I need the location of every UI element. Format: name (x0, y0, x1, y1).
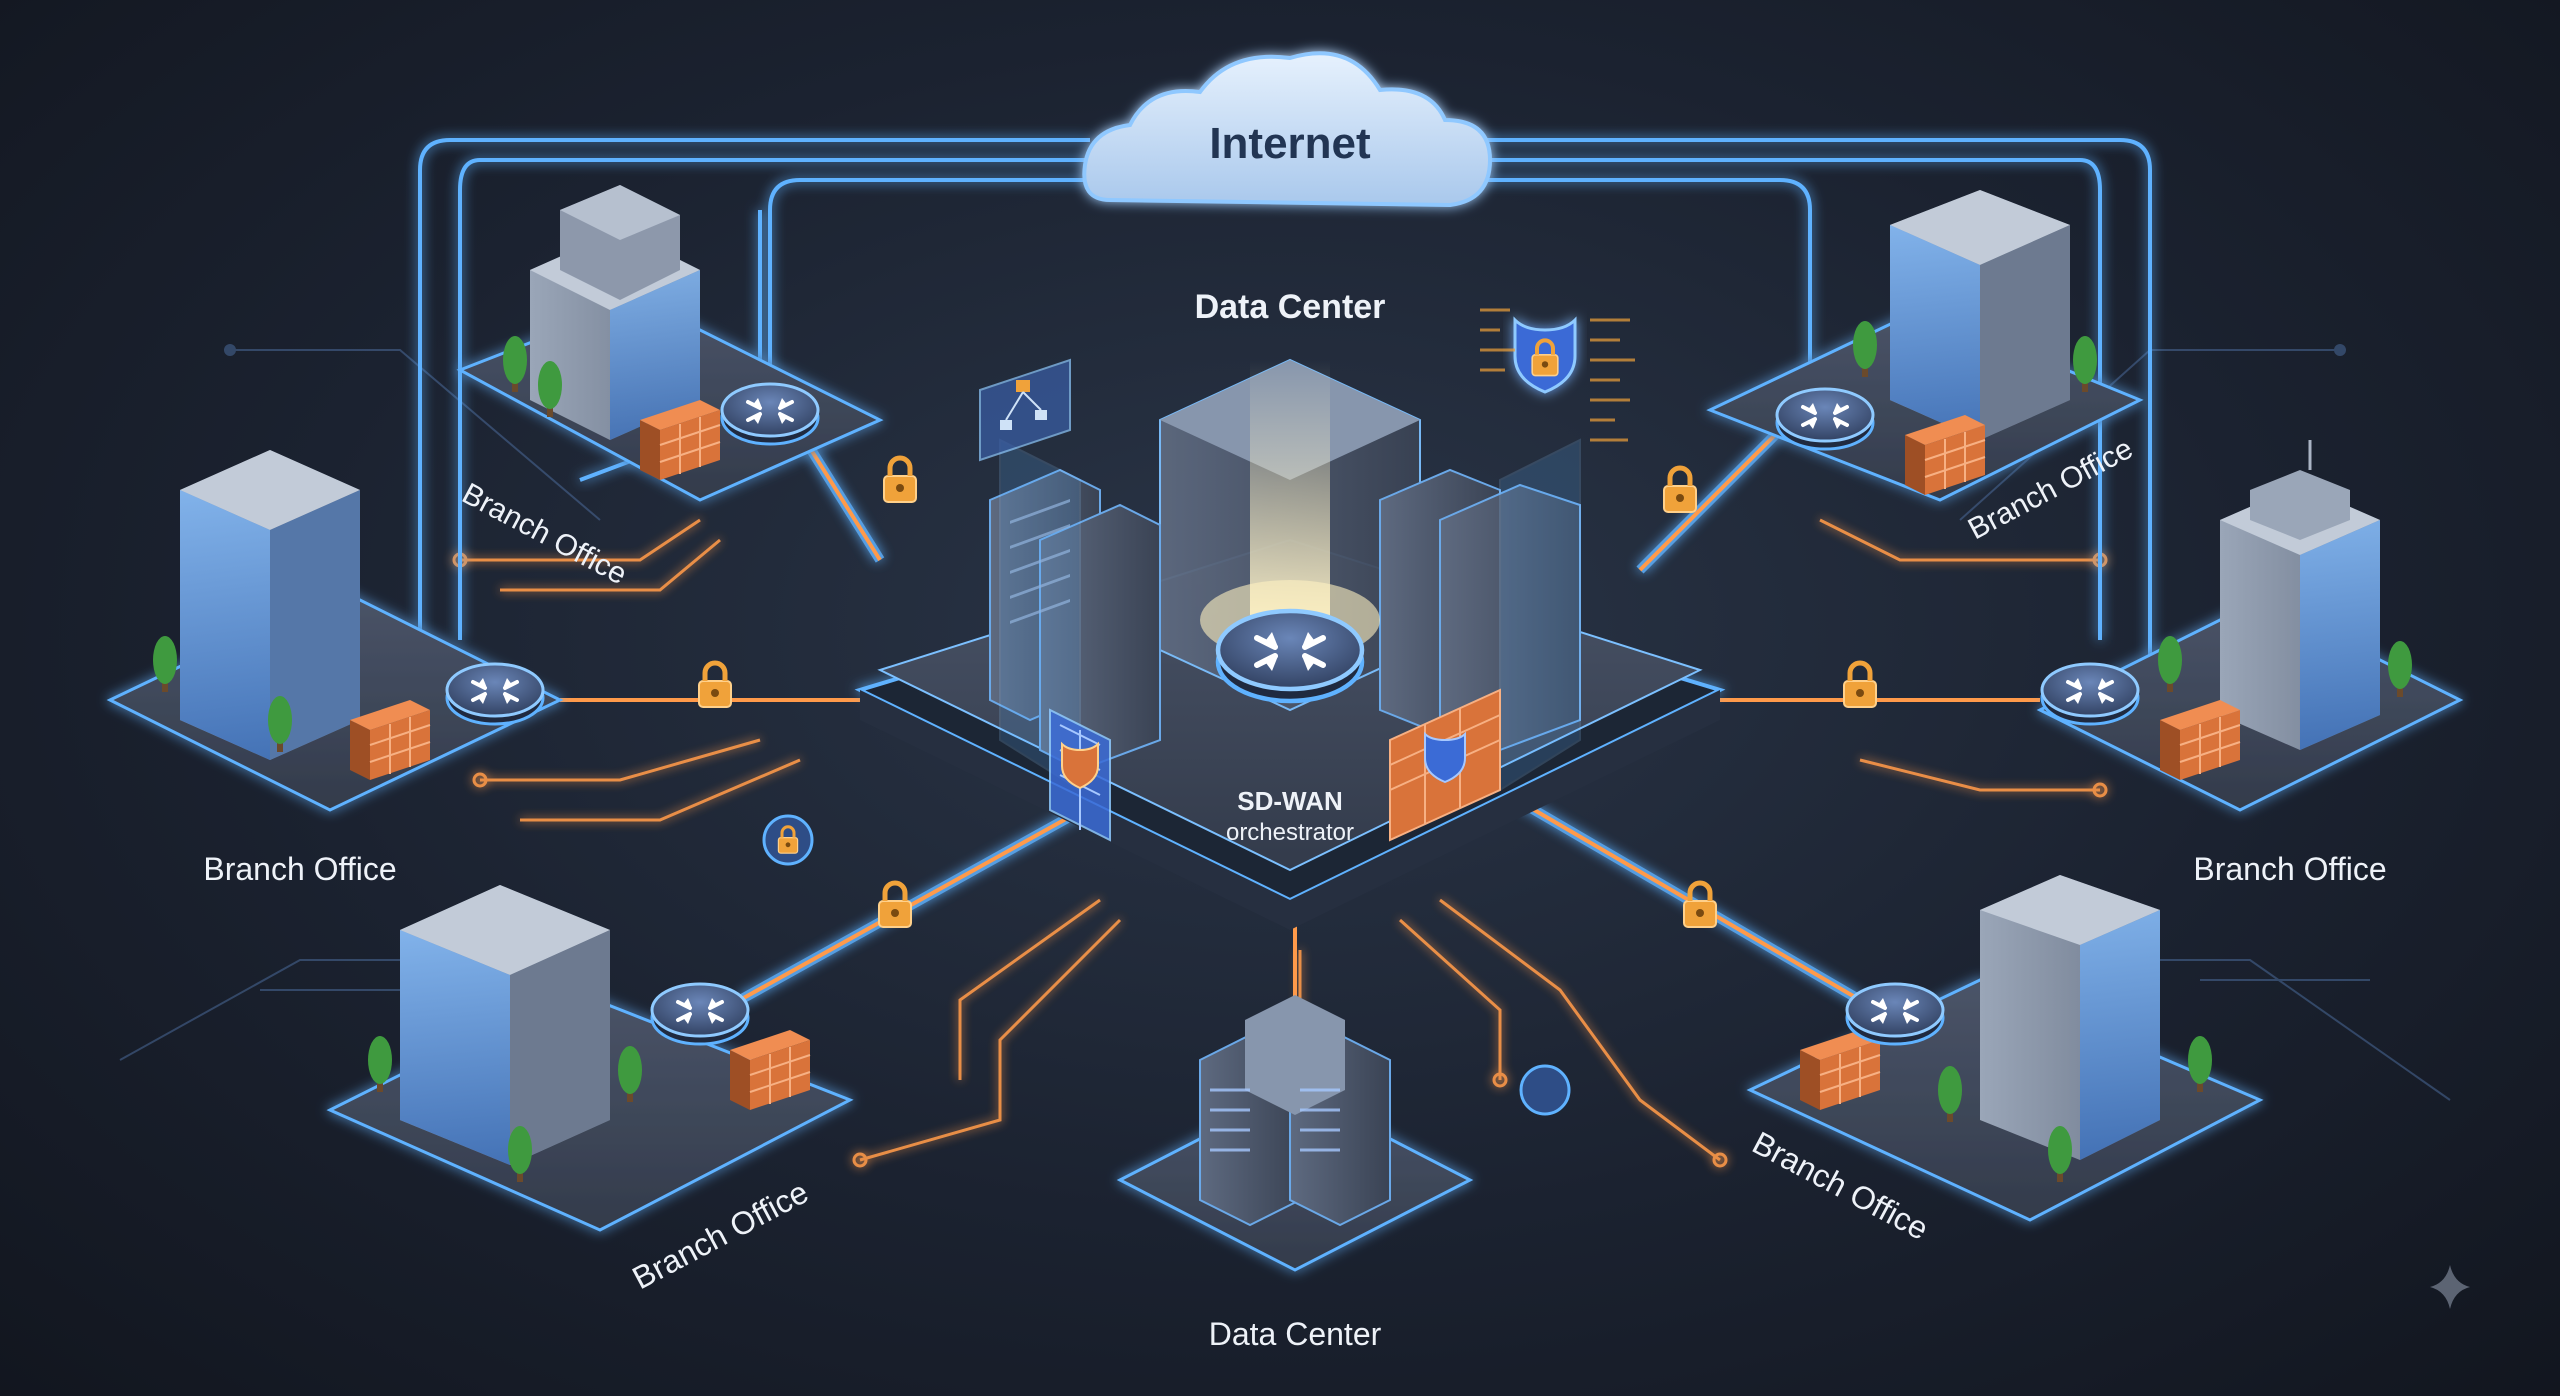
router-icon (720, 382, 820, 446)
bottom-data-center-label: Data Center (1209, 1316, 1382, 1352)
lock-icon (1684, 883, 1716, 927)
lock-icon (699, 663, 731, 707)
router-icon (1775, 387, 1875, 451)
building-icon (180, 450, 360, 760)
router-icon (1845, 982, 1945, 1046)
workflow-icon (979, 358, 1071, 462)
branch-bottom-left: Branch Office (326, 814, 911, 1296)
internet-cloud: Internet (1082, 51, 1493, 208)
router-icon (1218, 611, 1362, 701)
lock-icon (1844, 663, 1876, 707)
branch-top-right: Branch Office (1664, 190, 2144, 546)
branch-top-left: Branch Office (456, 185, 884, 591)
building-icon (2220, 440, 2380, 750)
branch-mid-right: Branch Office (1844, 440, 2464, 887)
branch-label-mid-right: Branch Office (2193, 851, 2386, 887)
sparkle-icon (2430, 1265, 2470, 1309)
top-data-center-label: Data Center (1195, 288, 1386, 326)
branch-label-mid-left: Branch Office (203, 851, 396, 887)
router-icon (2040, 662, 2140, 726)
cloud-label: Internet (1209, 119, 1371, 168)
branch-mid-left: Branch Office (106, 450, 916, 887)
orange-traces (452, 518, 2108, 1168)
internet-links (418, 138, 2152, 660)
cloud-icon (1082, 51, 1493, 208)
branch-label-top-left: Branch Office (457, 477, 632, 591)
hub-label-line1: SD-WAN (1237, 786, 1342, 816)
network-badge (1519, 1064, 1571, 1116)
building-icon (1980, 875, 2160, 1160)
server-rack-icon (989, 468, 1161, 772)
shield-lock-icon (1424, 731, 1466, 784)
shield-lock-icon (1513, 316, 1577, 394)
building-icon (400, 885, 610, 1165)
building-icon (530, 185, 700, 440)
router-icon (445, 662, 545, 726)
firewall-icon (1049, 708, 1111, 842)
shield-lock-icon (1061, 741, 1099, 790)
hub-label-line2: orchestrator (1226, 819, 1354, 846)
firewall-icon (1389, 688, 1501, 842)
lock-icon (1664, 468, 1696, 512)
branch-bottom-right: Branch Office (1519, 875, 2264, 1247)
data-panel (1480, 308, 1635, 442)
server-rack-icon (1199, 995, 1391, 1227)
router-icon (650, 982, 750, 1046)
bottom-data-center: Data Center (1116, 995, 1474, 1352)
building-icon (1890, 190, 2070, 440)
lock-icon (884, 458, 916, 502)
lock-icon (879, 883, 911, 927)
